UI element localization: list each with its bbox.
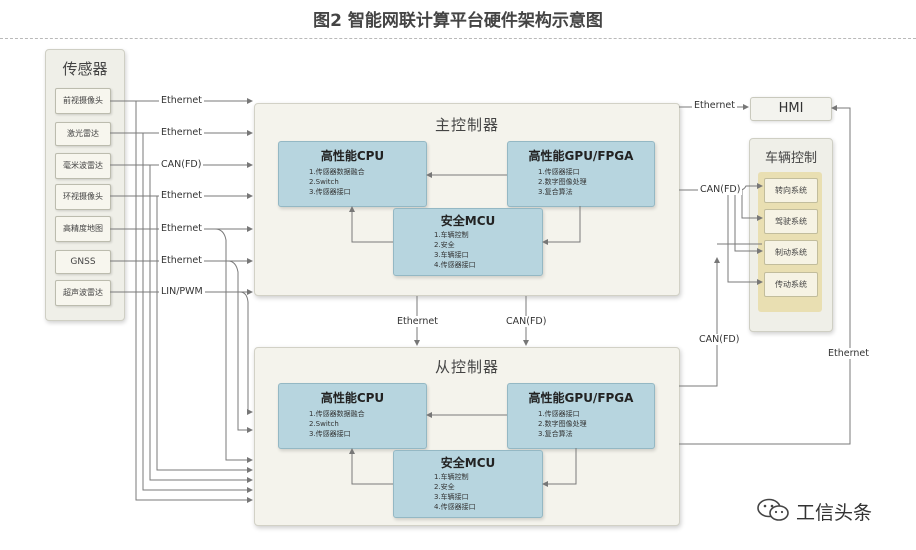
- sub-mcu-item: 3.车辆接口: [434, 493, 469, 501]
- main-mcu-item: 2.安全: [434, 241, 455, 249]
- wire-main-gpu-mcu: [542, 206, 581, 245]
- main-cpu-title: 高性能CPU: [320, 149, 385, 163]
- wire-gnss-sub: [227, 260, 253, 433]
- main-gpu-box: 高性能GPU/FPGA 1.传感器接口 2.数字图像处理 3.复合算法: [507, 141, 655, 207]
- main-gpu-item: 3.复合算法: [538, 188, 573, 196]
- wire-radar-sub: [149, 165, 253, 483]
- sub-cpu-item: 3.传感器接口: [309, 430, 351, 438]
- link-label-ethernet-right: Ethernet: [826, 348, 871, 359]
- braking-system: 制动系统: [764, 240, 818, 265]
- main-mcu-title: 安全MCU: [440, 214, 496, 228]
- sub-gpu-item: 2.数字图像处理: [538, 420, 587, 428]
- sub-mcu-title: 安全MCU: [440, 456, 496, 470]
- main-mcu-item: 4.传感器接口: [434, 261, 476, 269]
- wire-hdmap-sub: [214, 228, 253, 463]
- sub-mcu-item: 4.传感器接口: [434, 503, 476, 511]
- wire-surround-sub: [156, 196, 253, 473]
- link-label-ethernet: Ethernet: [159, 223, 204, 234]
- link-label-ethernet: Ethernet: [159, 190, 204, 201]
- link-label-canfd-right: CAN(FD): [697, 334, 742, 345]
- sub-cpu-title: 高性能CPU: [320, 391, 385, 405]
- watermark-text: 工信头条: [796, 502, 873, 524]
- sensor-lidar: 激光雷达: [55, 122, 111, 146]
- link-label-ethernet-mid: Ethernet: [395, 316, 440, 327]
- wire-ultrasonic-sub: [239, 291, 253, 415]
- main-cpu-item: 2.Switch: [309, 178, 339, 186]
- driving-system: 驾驶系统: [764, 209, 818, 234]
- wire-vehicle-branch-3: [727, 190, 763, 285]
- link-label-linpwm: LIN/PWM: [159, 286, 205, 297]
- sensor-ultrasonic-radar: 超声波雷达: [55, 280, 111, 306]
- sub-gpu-item: 1.传感器接口: [538, 410, 580, 418]
- link-label-canfd-mid: CAN(FD): [504, 316, 549, 327]
- link-label-canfd-vehicle: CAN(FD): [698, 184, 743, 195]
- wire-sub-vehicle: [679, 257, 720, 387]
- wire-main-mcu-cpu: [349, 206, 393, 243]
- sensor-front-camera: 前视摄像头: [55, 88, 111, 114]
- steering-system: 转向系统: [764, 178, 818, 203]
- main-gpu-title: 高性能GPU/FPGA: [528, 149, 634, 163]
- main-controller-title: 主控制器: [434, 116, 499, 134]
- link-label-ethernet-hmi: Ethernet: [692, 100, 737, 111]
- link-label-canfd: CAN(FD): [159, 159, 204, 170]
- sensor-panel-title: 传感器: [62, 60, 108, 78]
- main-cpu-item: 1.传感器数据融合: [309, 168, 365, 176]
- sub-gpu-box: 高性能GPU/FPGA 1.传感器接口 2.数字图像处理 3.复合算法: [507, 383, 655, 449]
- sensor-mmwave-radar: 毫米波雷达: [55, 153, 111, 179]
- link-label-ethernet: Ethernet: [159, 127, 204, 138]
- sensor-gnss: GNSS: [55, 250, 111, 274]
- wire-front-camera-sub: [135, 101, 253, 503]
- main-gpu-item: 2.数字图像处理: [538, 178, 587, 186]
- sub-cpu-item: 2.Switch: [309, 420, 339, 428]
- transmission-system: 传动系统: [764, 272, 818, 297]
- wechat-logo-icon: [757, 498, 789, 521]
- sub-mcu-item: 1.车辆控制: [434, 473, 469, 481]
- sub-cpu-item: 1.传感器数据融合: [309, 410, 365, 418]
- sub-controller-title: 从控制器: [434, 358, 499, 376]
- main-mcu-item: 3.车辆接口: [434, 251, 469, 259]
- wire-sub-gpu-mcu: [542, 448, 577, 487]
- vehicle-control-title: 车辆控制: [764, 151, 817, 166]
- wire-vehicle-branch-1: [741, 190, 763, 221]
- sensor-surround-camera: 环视摄像头: [55, 184, 111, 210]
- link-label-ethernet: Ethernet: [159, 95, 204, 106]
- sub-gpu-title: 高性能GPU/FPGA: [528, 391, 634, 405]
- main-cpu-item: 3.传感器接口: [309, 188, 351, 196]
- sub-gpu-item: 3.复合算法: [538, 430, 573, 438]
- diagram-title: 图2 智能网联计算平台硬件架构示意图: [313, 11, 603, 31]
- main-gpu-item: 1.传感器接口: [538, 168, 580, 176]
- title-divider: [0, 38, 916, 39]
- sub-cpu-box: 高性能CPU 1.传感器数据融合 2.Switch 3.传感器接口: [278, 383, 427, 449]
- sub-mcu-item: 2.安全: [434, 483, 455, 491]
- wire-vehicle-branch-2: [734, 190, 763, 254]
- hmi-box: HMI: [750, 97, 832, 121]
- wire-sub-hmi: [679, 105, 851, 445]
- link-label-ethernet: Ethernet: [159, 255, 204, 266]
- wire-lidar-sub: [142, 133, 253, 493]
- sub-mcu-box: 安全MCU 1.车辆控制 2.安全 3.车辆接口 4.传感器接口: [393, 450, 543, 518]
- wire-sub-mcu-cpu: [349, 448, 393, 485]
- main-mcu-item: 1.车辆控制: [434, 231, 469, 239]
